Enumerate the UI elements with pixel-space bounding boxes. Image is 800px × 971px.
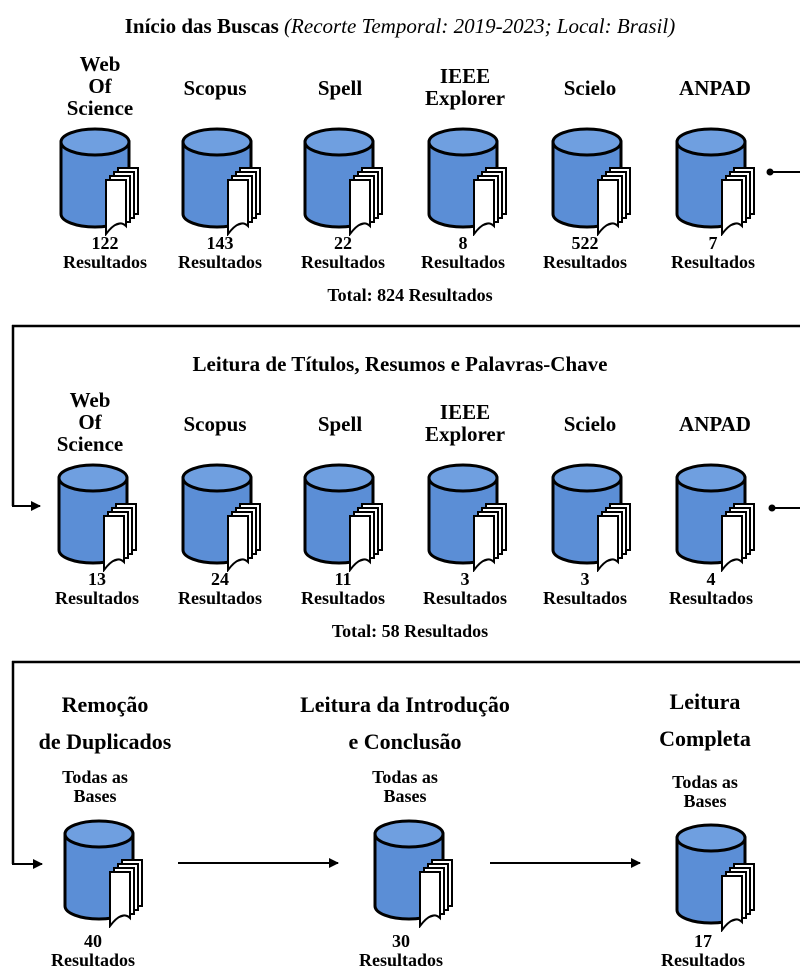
phase2-base-name-5: ANPAD	[679, 412, 751, 436]
phase1-database-icon-4	[550, 126, 640, 241]
phase2-base-name-1: Scopus	[183, 412, 247, 436]
phase2-database-icon-0	[56, 462, 146, 577]
phase2-database-icon-2	[302, 462, 392, 577]
phase1-database-icon-2	[302, 126, 392, 241]
phase1-database-icon-3	[426, 126, 516, 241]
phase2-database-icon-1	[180, 462, 270, 577]
phase1-title: Início das Buscas	[124, 14, 279, 38]
phase2-base-name-4: Scielo	[563, 412, 617, 436]
phase2-database-icon-4	[550, 462, 640, 577]
stage-database-icon-1	[372, 818, 462, 933]
phase1-database-icon-1	[180, 126, 270, 241]
phase2-total: Total: 58 Resultados	[331, 621, 489, 641]
phase1-base-name-2: Spell	[317, 76, 363, 100]
phase2-base-name-2: Spell	[317, 412, 363, 436]
phase2-database-icon-5	[674, 462, 764, 577]
phase1-base-name-4: Scielo	[563, 76, 617, 100]
stage-database-icon-0	[62, 818, 152, 933]
phase1-database-icon-5	[674, 126, 764, 241]
phase1-database-icon-0	[58, 126, 148, 241]
phase2-database-icon-3	[426, 462, 516, 577]
phase1-base-name-5: ANPAD	[679, 76, 751, 100]
stage-database-icon-2	[674, 822, 764, 937]
phase1-total: Total: 824 Resultados	[327, 285, 493, 305]
phase2-title: Leitura de Títulos, Resumos e Palavras-C…	[192, 352, 608, 376]
phase1-subtitle: (Recorte Temporal: 2019-2023; Local: Bra…	[284, 14, 676, 38]
phase1-title-line: Início das Buscas (Recorte Temporal: 201…	[0, 14, 800, 39]
phase1-base-name-1: Scopus	[183, 76, 247, 100]
